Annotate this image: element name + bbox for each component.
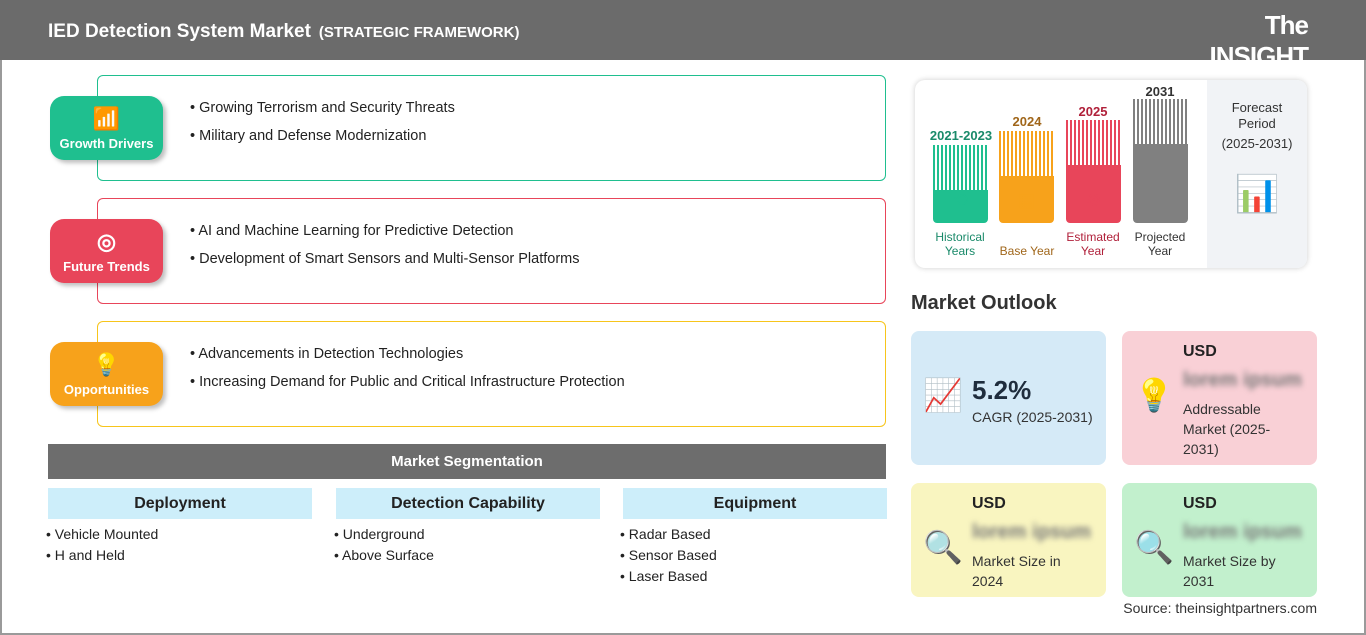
segment-header-detection-capability: Detection Capability <box>336 488 600 519</box>
page-title: IED Detection System Market (STRATEGIC FR… <box>48 21 519 43</box>
forecast-text: Forecast <box>1231 100 1283 115</box>
future-trends-box: • AI and Machine Learning for Predictive… <box>97 198 886 304</box>
list-item: • Growing Terrorism and Security Threats <box>190 100 455 116</box>
segmentation-title: Market Segmentation <box>48 444 886 479</box>
growth-drivers-box: • Growing Terrorism and Security Threats… <box>97 75 886 181</box>
future-trends-badge: ◎Future Trends <box>50 219 163 283</box>
blurred-value: lorem ipsum <box>972 521 1091 543</box>
market-size-2024-card: 🔍 USD lorem ipsum Market Size in 2024 <box>911 483 1106 597</box>
list-item: • Development of Smart Sensors and Multi… <box>190 251 580 267</box>
segment-list-detection: • Underground • Above Surface <box>334 524 434 566</box>
content-frame <box>0 60 1366 635</box>
dollar-bulb-icon: 💡 <box>1134 377 1174 413</box>
year-label: 2021-2023 <box>929 128 993 143</box>
currency: USD <box>972 495 1006 512</box>
market-size-2031-card: 🔍 USD lorem ipsum Market Size by 2031 <box>1122 483 1317 597</box>
logo-line2: Partners <box>1262 68 1308 82</box>
list-item: • Underground <box>334 526 425 542</box>
list-item: • Military and Defense Modernization <box>190 128 427 144</box>
cagr-label: CAGR (2025-2031) <box>972 409 1093 425</box>
opportunities-badge: 💡Opportunities <box>50 342 163 406</box>
page-subtitle: (STRATEGIC FRAMEWORK) <box>318 24 520 41</box>
source-text: Source: theinsightpartners.com <box>1123 600 1317 616</box>
list-item: • Laser Based <box>620 568 708 584</box>
estimated-bar: ⚙ <box>1066 120 1121 223</box>
lightbulb-hand-icon: 💡 <box>92 352 121 377</box>
growth-chart-icon: 📈 <box>923 377 963 413</box>
segment-header-equipment: Equipment <box>623 488 887 519</box>
settings-screen-icon: ⚙ <box>1085 190 1102 210</box>
market-outlook-title: Market Outlook <box>911 292 1057 314</box>
segment-header-deployment: Deployment <box>48 488 312 519</box>
forecast-range: (2025-2031) <box>1221 136 1293 151</box>
cagr-card: 📈 5.2% CAGR (2025-2031) <box>911 331 1106 465</box>
list-item: • Above Surface <box>334 547 434 563</box>
analytics-illustration-icon: 📊 <box>1234 173 1280 214</box>
list-item: • Increasing Demand for Public and Criti… <box>190 374 625 390</box>
list-item: • Advancements in Detection Technologies <box>190 346 464 362</box>
title-text: IED Detection System Market <box>48 21 311 42</box>
currency: USD <box>1183 495 1217 512</box>
year-label: 2025 <box>1078 104 1108 119</box>
list-item: • Radar Based <box>620 526 711 542</box>
currency: USD <box>1183 343 1217 360</box>
timeline-card: ⟲ 2021-2023 Historical Years ▦ 2024 Base… <box>915 80 1307 268</box>
list-item: • H and Held <box>46 547 125 563</box>
segment-list-deployment: • Vehicle Mounted • H and Held <box>46 524 158 566</box>
projected-bar: ▣ <box>1133 99 1188 223</box>
opportunities-box: • Advancements in Detection Technologies… <box>97 321 886 427</box>
presentation-icon: ▣ <box>1151 190 1169 210</box>
list-item: • AI and Machine Learning for Predictive… <box>190 223 514 239</box>
target-icon: ◎ <box>96 229 117 254</box>
bar-label: Historical Years <box>935 230 985 258</box>
bar-label: Projected Year <box>1134 230 1186 258</box>
list-item: • Vehicle Mounted <box>46 526 159 542</box>
addressable-market-card: 💡 USD lorem ipsum Addressable Market (20… <box>1122 331 1317 465</box>
card-label: Market Size in 2024 <box>972 553 1061 589</box>
bar-label: Estimated Year <box>1066 230 1120 258</box>
calendar-icon: ▦ <box>1017 190 1035 210</box>
historical-bar: ⟲ <box>933 145 988 223</box>
logo-line1: The INSIGHT <box>1209 10 1309 71</box>
segment-list-equipment: • Radar Based • Sensor Based • Laser Bas… <box>620 524 717 587</box>
base-bar: ▦ <box>999 131 1054 223</box>
blurred-value: lorem ipsum <box>1183 369 1302 391</box>
market-analysis-icon: 🔍 <box>923 529 963 565</box>
card-label: Addressable Market (2025-2031) <box>1183 401 1271 457</box>
cagr-value: 5.2% <box>972 375 1032 405</box>
year-label: 2031 <box>1145 84 1175 99</box>
market-analysis-icon: 🔍 <box>1134 529 1174 565</box>
card-label: Market Size by 2031 <box>1183 553 1276 589</box>
forecast-period: Forecast Period (2025-2031) 📊 <box>1207 80 1307 268</box>
history-icon: ⟲ <box>952 190 969 210</box>
growth-chart-icon: 📶 <box>92 106 121 131</box>
blurred-value: lorem ipsum <box>1183 521 1302 543</box>
year-label: 2024 <box>1012 114 1042 129</box>
list-item: • Sensor Based <box>620 547 717 563</box>
header: IED Detection System Market (STRATEGIC FR… <box>0 0 1366 82</box>
growth-drivers-badge: 📶Growth Drivers <box>50 96 163 160</box>
forecast-text: Period <box>1238 116 1276 131</box>
bar-label: Base Year <box>999 244 1055 258</box>
